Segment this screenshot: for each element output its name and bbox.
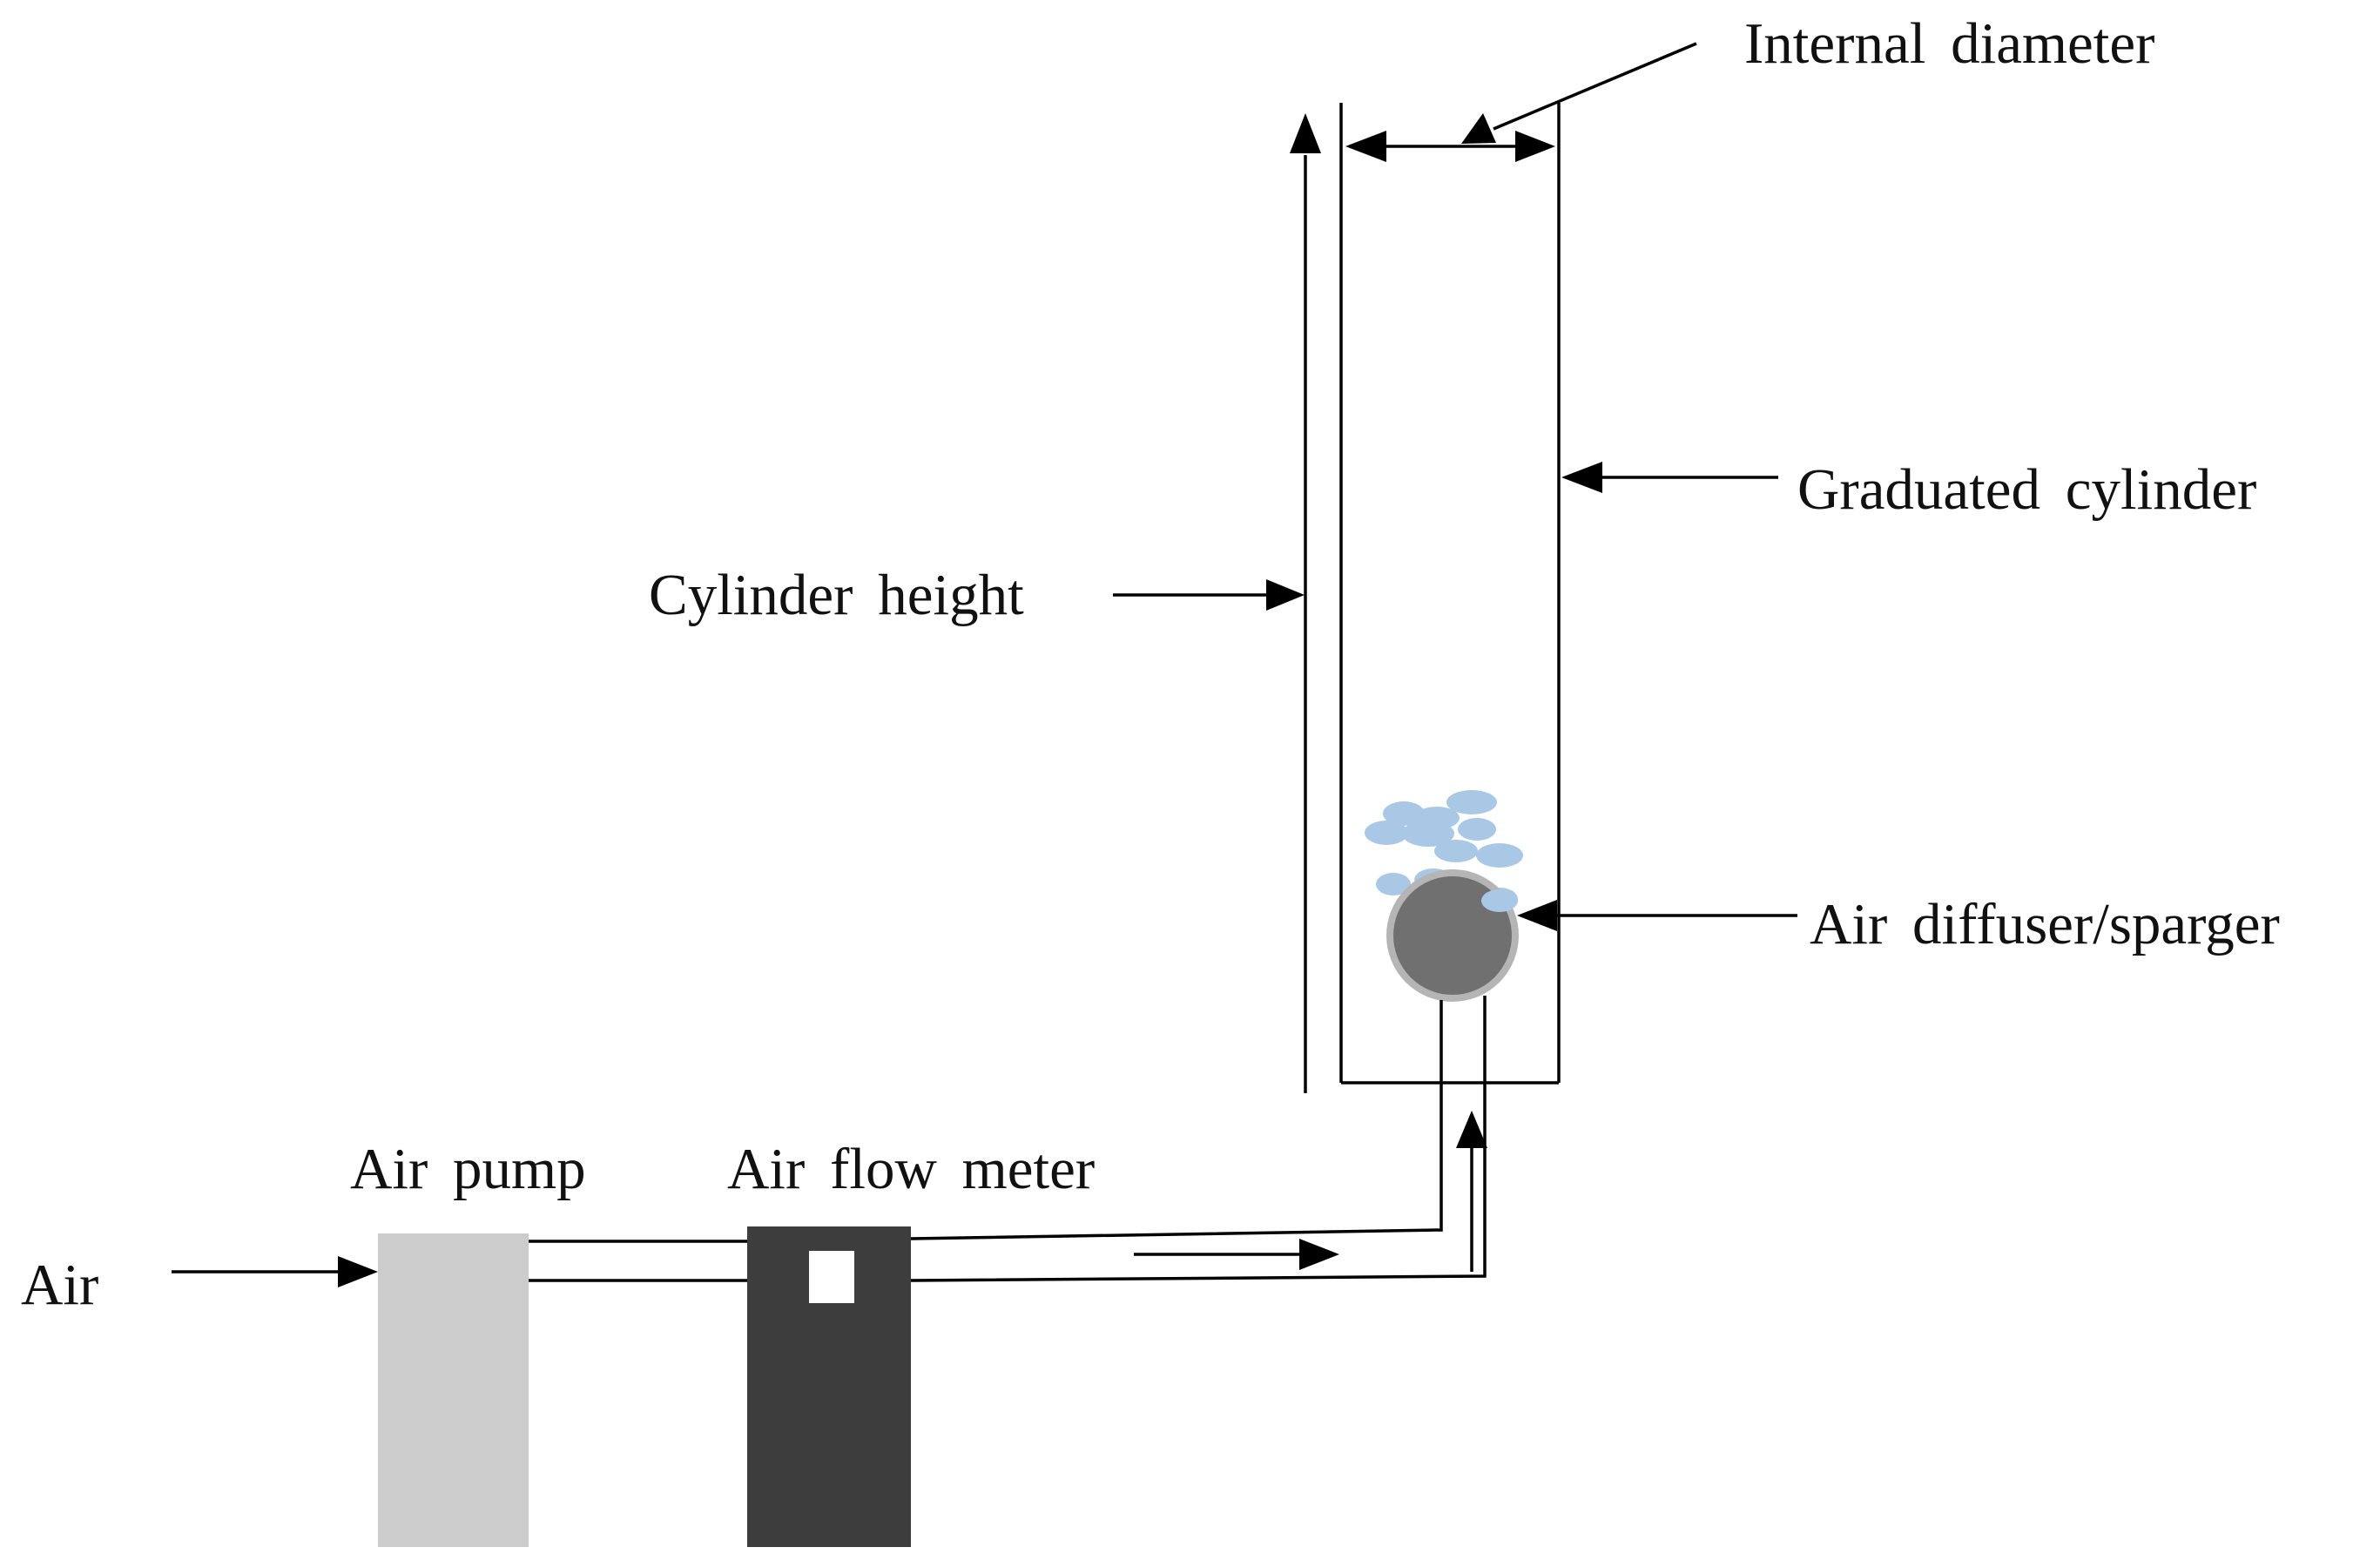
internal-diameter-dimension bbox=[1345, 131, 1555, 162]
bubble bbox=[1458, 818, 1496, 841]
label-graduated-cylinder: Graduated cylinder bbox=[1797, 457, 2256, 522]
air-diffuser bbox=[1386, 869, 1519, 1002]
label-air-flow-meter: Air flow meter bbox=[727, 1137, 1095, 1201]
label-air-diffuser: Air diffuser/sparger bbox=[1810, 892, 2280, 956]
flow-arrow-horizontal bbox=[1134, 1239, 1339, 1270]
graduated-cylinder bbox=[1339, 103, 1561, 1084]
cylinder-height-leader bbox=[1113, 579, 1305, 611]
bubble bbox=[1476, 843, 1523, 868]
label-internal-diameter: Internal diameter bbox=[1744, 11, 2154, 76]
air-bubbles bbox=[1365, 790, 1523, 910]
air-tubing bbox=[529, 996, 1487, 1282]
air-diffuser-leader bbox=[1517, 900, 1797, 931]
flow-meter-window bbox=[809, 1251, 854, 1303]
flow-arrow-vertical bbox=[1456, 1111, 1487, 1272]
bubble bbox=[1365, 821, 1408, 845]
label-cylinder-height: Cylinder height bbox=[649, 563, 1024, 627]
bubble bbox=[1383, 801, 1425, 826]
bubble bbox=[1434, 840, 1478, 862]
cylinder-height-dimension bbox=[1290, 113, 1321, 1093]
air-flow-meter bbox=[747, 1226, 911, 1547]
air-inlet-arrow bbox=[172, 1256, 378, 1287]
air-pump bbox=[378, 1233, 529, 1547]
bubble bbox=[1402, 821, 1454, 847]
internal-diameter-leader bbox=[1461, 42, 1697, 144]
label-air-pump: Air pump bbox=[350, 1137, 586, 1201]
bubble bbox=[1376, 873, 1411, 895]
bubble bbox=[1446, 790, 1497, 814]
bubble bbox=[1481, 889, 1518, 912]
graduated-cylinder-leader bbox=[1561, 462, 1778, 493]
label-air: Air bbox=[21, 1253, 98, 1317]
